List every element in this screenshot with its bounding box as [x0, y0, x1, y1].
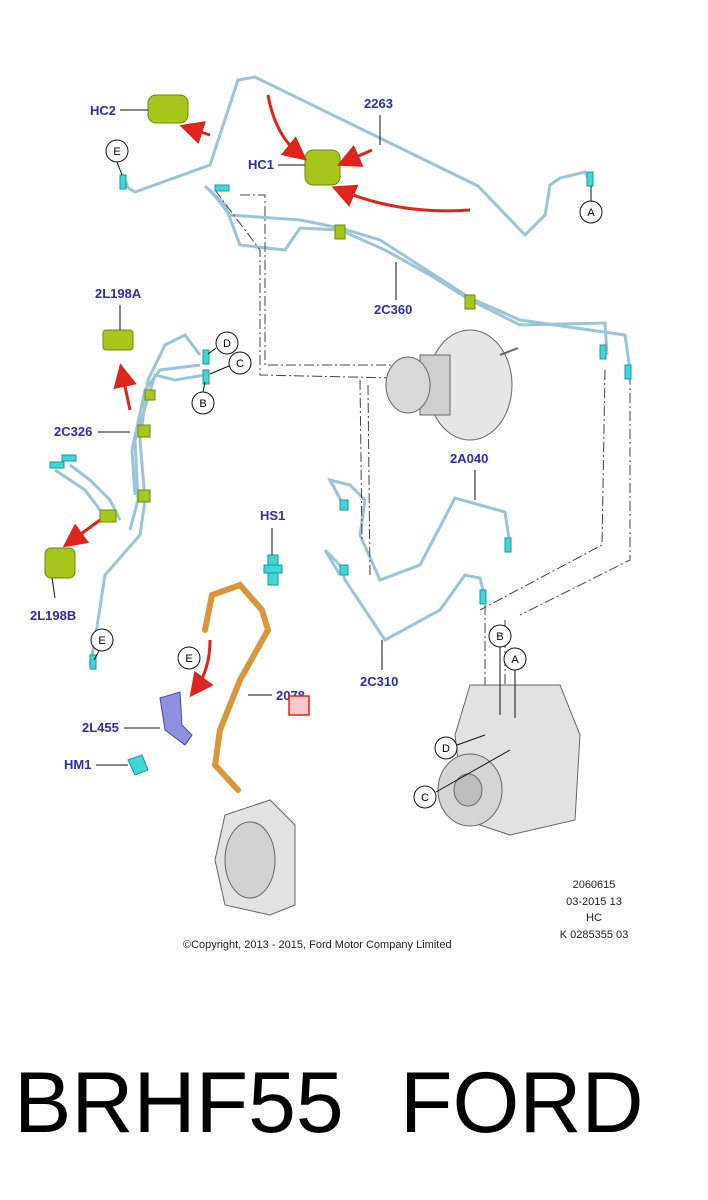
callout-e-left: E — [90, 628, 114, 661]
brake-booster — [385, 329, 519, 441]
svg-text:D: D — [442, 743, 450, 755]
meta-line-3: HC — [586, 912, 602, 924]
brake-pipe-2a040 — [327, 477, 512, 582]
callout-d-abs: D — [434, 734, 486, 760]
label-2263: 2263 — [364, 96, 393, 111]
brake-pipe-2c326 — [54, 333, 206, 666]
meta-line-1: 2060615 — [573, 879, 616, 891]
red-arrows — [62, 94, 471, 698]
label-hs1: HS1 — [260, 508, 285, 523]
callout-d-left: D — [207, 331, 239, 355]
svg-text:B: B — [199, 398, 206, 410]
svg-text:C: C — [236, 358, 244, 370]
label-leaders — [51, 109, 476, 766]
bracket-2l455 — [159, 691, 193, 746]
green-brackets — [44, 94, 476, 579]
label-2l198a: 2L198A — [95, 286, 142, 301]
label-hc2: HC2 — [90, 103, 116, 118]
bracket-hc2 — [147, 94, 189, 124]
svg-text:D: D — [223, 338, 231, 350]
svg-text:A: A — [511, 654, 519, 666]
brake-pipe-2c310 — [323, 548, 487, 642]
svg-text:A: A — [587, 207, 595, 219]
leader-lines — [214, 189, 631, 720]
svg-text:E: E — [113, 146, 120, 158]
label-2l455: 2L455 — [82, 720, 119, 735]
callout-b-abs: B — [488, 624, 512, 715]
brake-hose-2078 — [202, 581, 272, 793]
label-hc1: HC1 — [248, 157, 274, 172]
bracket-2l198a — [102, 329, 134, 351]
highlight-box — [288, 695, 310, 716]
svg-text:B: B — [496, 631, 503, 643]
brake-caliper — [214, 799, 296, 916]
meta-line-4: K 0285355 03 — [560, 929, 629, 941]
callout-e-top: E — [105, 139, 129, 176]
label-2l198b: 2L198B — [30, 608, 76, 623]
callout-a-top: A — [579, 186, 603, 224]
label-2c326: 2C326 — [54, 424, 92, 439]
brake-pipe-2c360 — [203, 184, 632, 371]
footer-part-code: BRHF55 — [14, 1055, 344, 1151]
bleed-screw-hs1 — [263, 554, 283, 586]
copyright-notice: ©Copyright, 2013 - 2015, Ford Motor Comp… — [183, 939, 452, 951]
label-2c310: 2C310 — [360, 674, 398, 689]
svg-text:E: E — [185, 653, 192, 665]
clip-hm1 — [127, 754, 149, 776]
callout-e-hose: E — [177, 646, 201, 670]
abs-module — [437, 684, 581, 836]
brake-lines-diagram: HC2 HC1 2263 2C360 2L198A 2C326 2L198B H… — [30, 75, 632, 951]
pipe-fittings — [49, 171, 632, 670]
label-hm1: HM1 — [64, 757, 91, 772]
footer-brand: FORD — [400, 1055, 644, 1151]
svg-text:C: C — [421, 792, 429, 804]
callout-b-left: B — [191, 381, 215, 415]
bracket-hc1 — [304, 149, 341, 186]
meta-line-2: 03-2015 13 — [566, 896, 622, 908]
callout-c-abs: C — [413, 749, 511, 809]
label-2c360: 2C360 — [374, 302, 412, 317]
svg-text:E: E — [98, 635, 105, 647]
callout-c-left: C — [209, 351, 252, 375]
footer-caption: BRHF55 FORD — [0, 1040, 708, 1180]
callout-a-abs: A — [503, 647, 527, 718]
label-2a040: 2A040 — [450, 451, 488, 466]
bracket-2l198b — [44, 547, 76, 579]
